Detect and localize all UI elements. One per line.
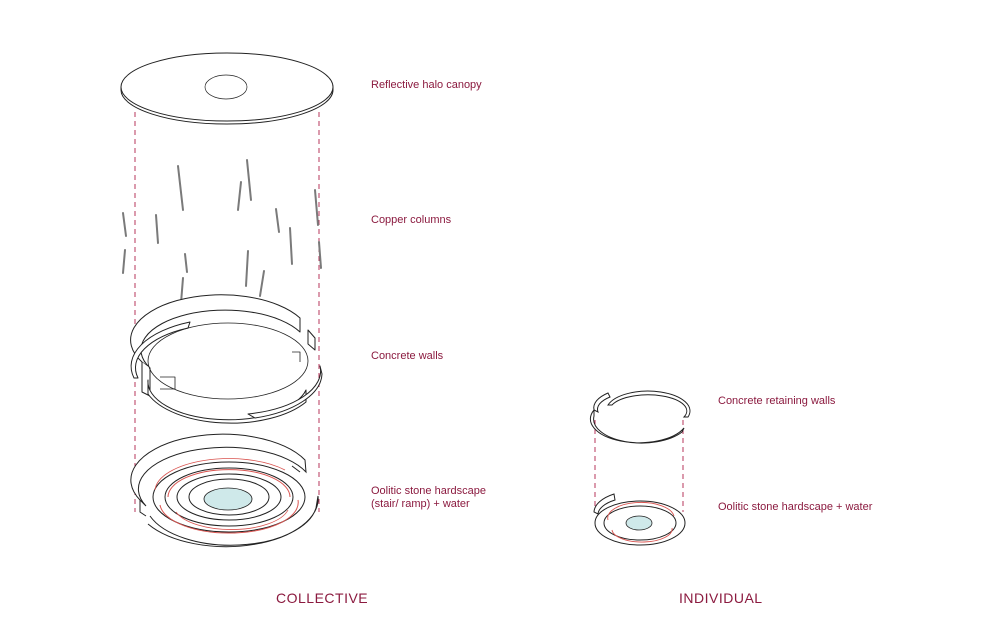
- individual-water: [625, 515, 653, 531]
- individual-guide-lines: [594, 420, 684, 512]
- label-individual-hardscape: Oolitic stone hardscape + water: [718, 501, 873, 513]
- collective-water: [203, 487, 253, 511]
- concrete-walls: [130, 294, 323, 424]
- label-copper-columns: Copper columns: [371, 214, 452, 226]
- label-concrete-walls: Concrete walls: [371, 350, 444, 362]
- halo-canopy: [120, 52, 334, 125]
- label-retaining-walls: Concrete retaining walls: [718, 395, 836, 407]
- caption-collective: COLLECTIVE: [276, 590, 369, 606]
- canopy-oculus: [204, 74, 248, 100]
- copper-columns: [122, 159, 322, 304]
- label-hardscape-line2: (stair/ ramp) + water: [371, 498, 470, 510]
- caption-individual: INDIVIDUAL: [679, 590, 763, 606]
- individual-hardscape: [593, 493, 686, 546]
- label-hardscape-line1: Oolitic stone hardscape: [371, 485, 486, 497]
- collective-hardscape: [130, 433, 319, 548]
- label-halo-canopy: Reflective halo canopy: [371, 79, 482, 91]
- collective-guide-lines: [134, 112, 320, 512]
- individual-retaining-walls: [589, 390, 691, 444]
